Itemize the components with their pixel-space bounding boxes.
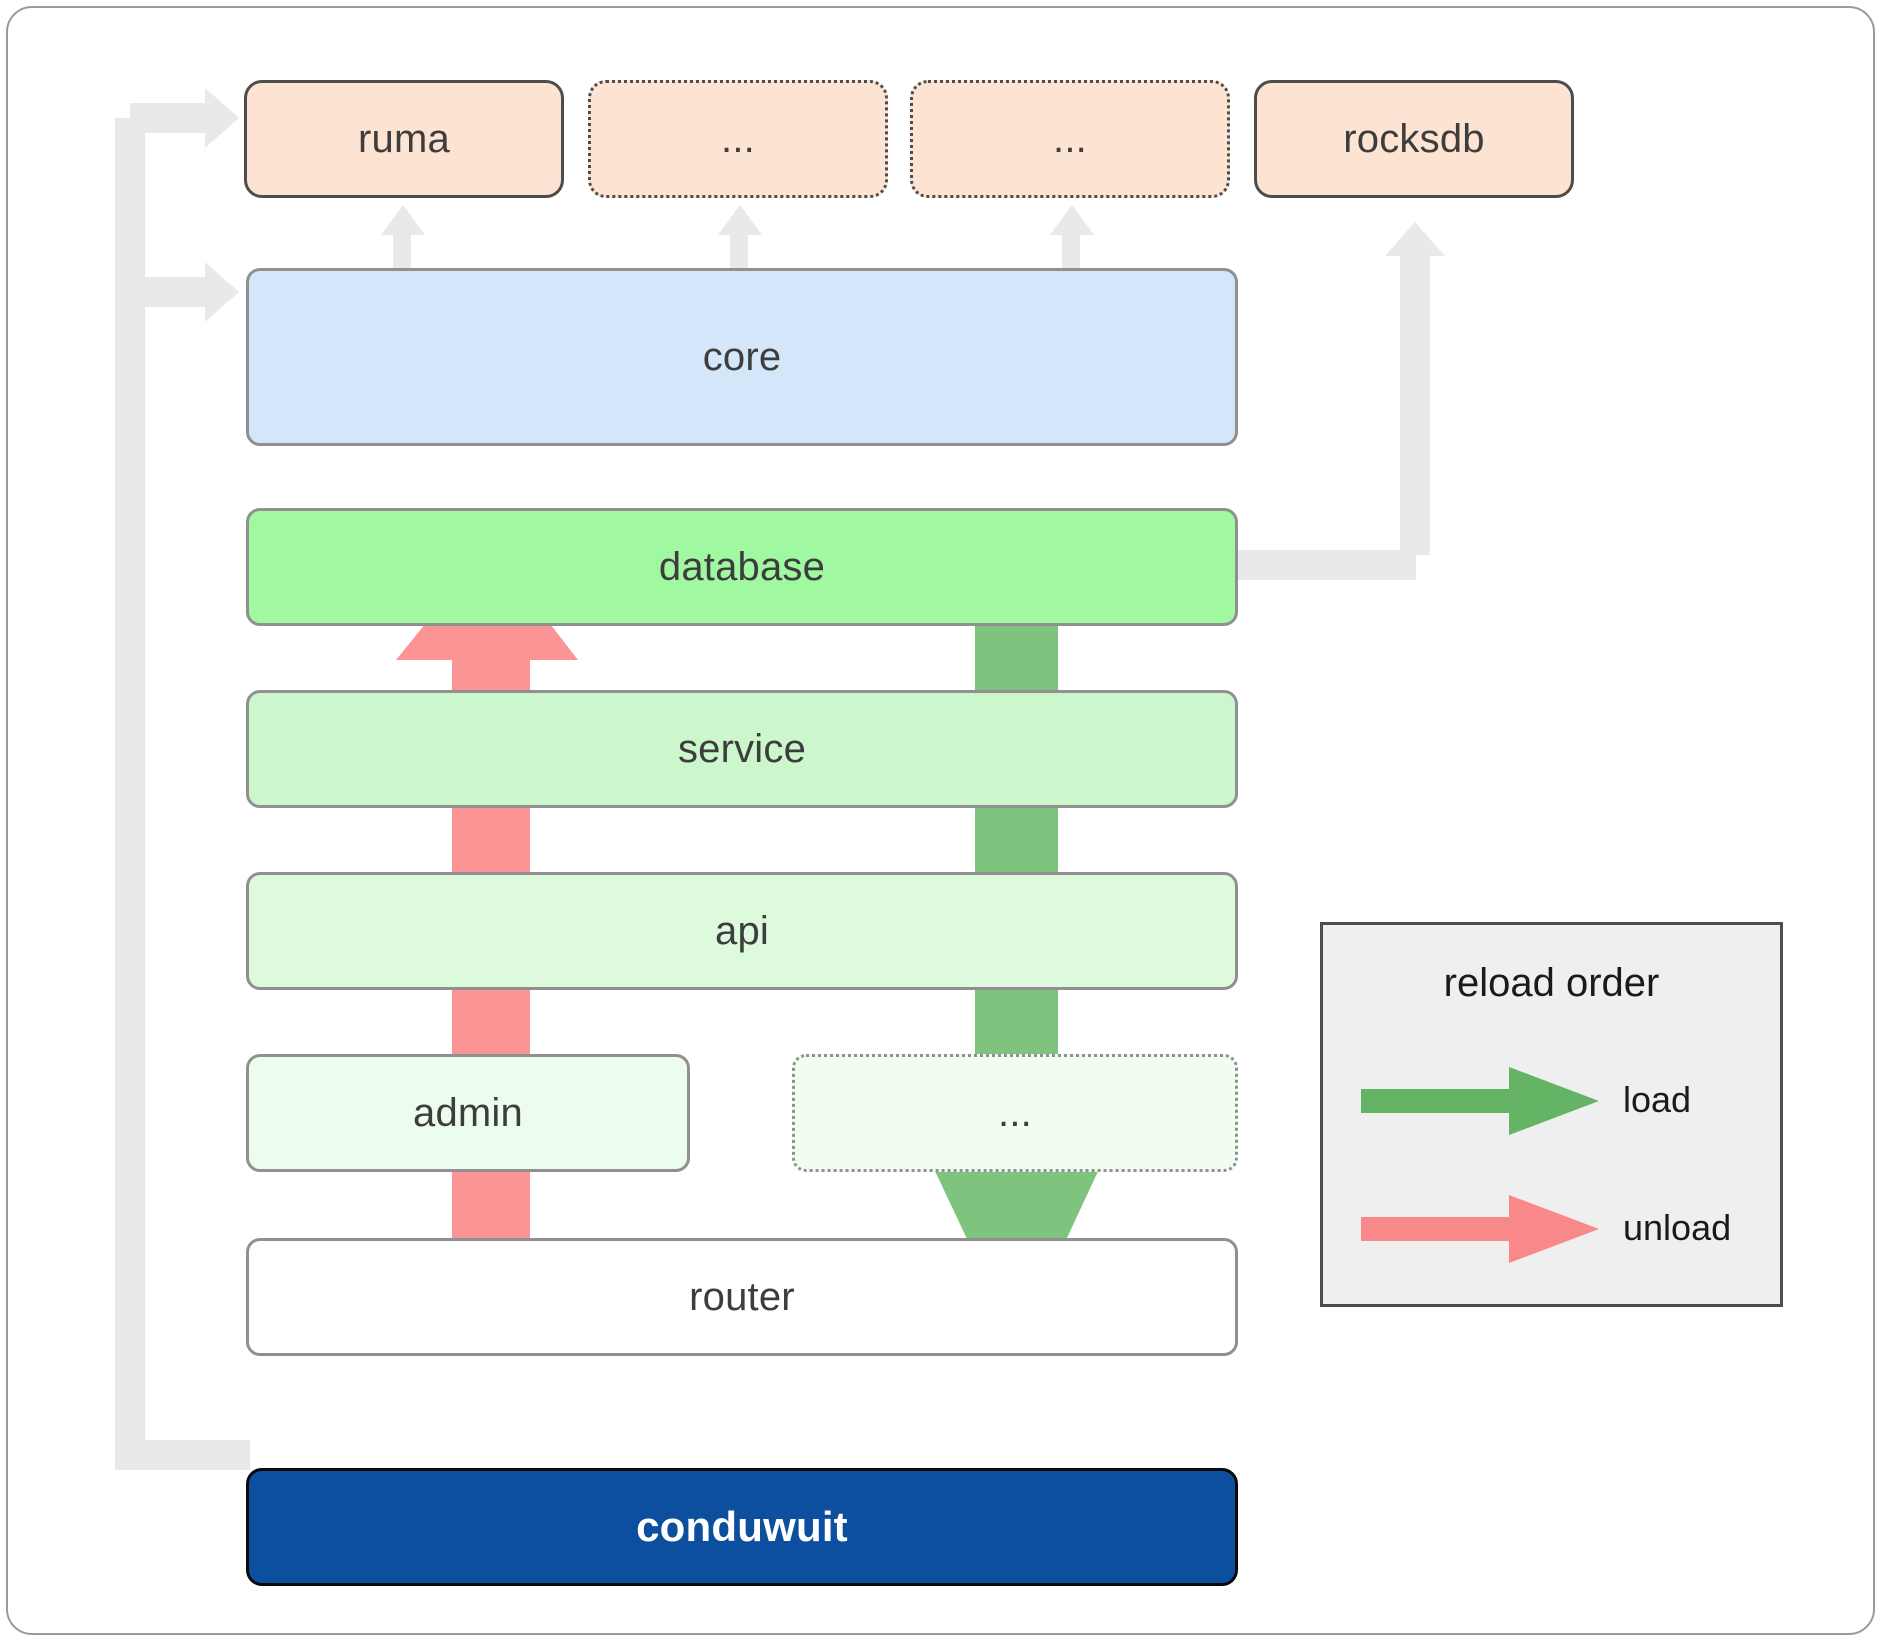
grey-arrowhead-to-core [205,262,239,322]
dep-label-dots-2: ... [1053,116,1087,161]
legend-arrow-load-icon [1361,1067,1599,1135]
grey-connector-trunk-vertical [115,118,145,1470]
layer-label-api: api [715,908,769,953]
grey-connector-database-to-rocksdb-vertical [1400,255,1430,555]
stalk-core-to-ruma [393,228,411,270]
layer-box-dots[interactable]: ... [792,1054,1238,1172]
legend-label-unload: unload [1623,1207,1732,1248]
grey-connector-base-to-root [115,1440,250,1470]
stalk-head-core-to-dots-2 [1050,205,1094,235]
dep-box-ruma[interactable]: ruma [244,80,564,198]
dep-label-ruma: ruma [358,116,450,161]
layer-label-dots: ... [998,1090,1032,1135]
layer-label-admin: admin [413,1090,523,1135]
dep-box-rocksdb[interactable]: rocksdb [1254,80,1574,198]
grey-arrowhead-to-rocksdb [1385,222,1445,256]
root-label-conduwuit: conduwuit [636,1503,848,1550]
layer-box-core[interactable]: core [246,268,1238,446]
stalk-core-to-dots-1 [730,228,748,270]
layer-box-admin[interactable]: admin [246,1054,690,1172]
dep-label-dots-1: ... [721,116,755,161]
layer-box-database[interactable]: database [246,508,1238,626]
legend-label-load: load [1623,1079,1692,1120]
layer-label-router: router [689,1274,795,1319]
layer-box-api[interactable]: api [246,872,1238,990]
stalk-head-core-to-dots-1 [718,205,762,235]
grey-connector-database-to-rocksdb-horizontal [1230,550,1416,580]
legend-panel: reload order load unload [1320,922,1783,1307]
legend-arrow-unload-icon [1361,1195,1599,1263]
legend-row-unload: unload [1323,1183,1780,1273]
layer-label-service: service [677,726,807,771]
layer-label-core: core [702,334,782,379]
root-box-conduwuit[interactable]: conduwuit [246,1468,1238,1586]
layer-box-router[interactable]: router [246,1238,1238,1356]
layer-box-service[interactable]: service [246,690,1238,808]
stalk-head-core-to-ruma [381,205,425,235]
legend-row-load: load [1323,1055,1780,1145]
legend-title: reload order [1443,961,1660,1005]
dep-box-dots-2[interactable]: ... [910,80,1230,198]
dep-label-rocksdb: rocksdb [1343,116,1485,161]
stalk-core-to-dots-2 [1062,228,1080,270]
layer-label-database: database [658,544,826,589]
dep-box-dots-1[interactable]: ... [588,80,888,198]
grey-arrowhead-to-ruma [205,88,239,148]
